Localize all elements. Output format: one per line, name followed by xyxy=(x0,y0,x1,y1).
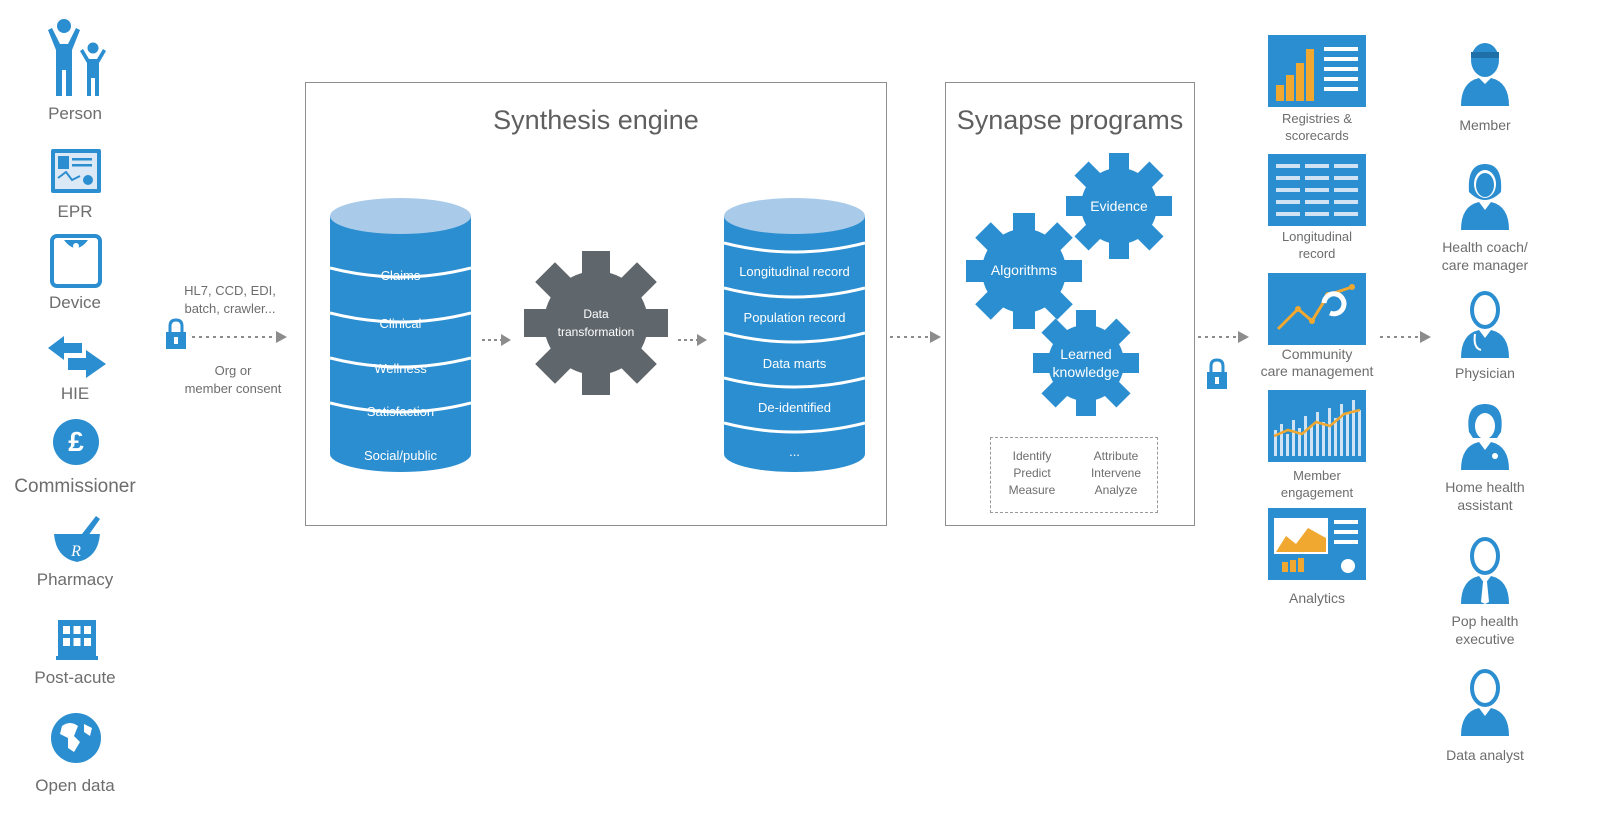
action-intervene: Intervene xyxy=(1090,466,1142,480)
role-label-physician: Physician xyxy=(1455,365,1515,381)
data-transformation-gear xyxy=(524,251,668,395)
consent-label: Org or member consent xyxy=(184,363,282,396)
synapse-programs-title: Synapse programs xyxy=(956,105,1184,135)
analytics-dashboard-icon xyxy=(1268,508,1366,580)
role-label-data-analyst: Data analyst xyxy=(1446,747,1524,763)
synthesis-to-synapse-arrow xyxy=(890,331,941,343)
role-label-pop-health-executive: Pop health executive xyxy=(1451,613,1519,647)
output-row-data-marts: Data marts xyxy=(762,356,827,371)
role-label-home-health-assistant: Home health assistant xyxy=(1445,479,1525,513)
source-label-open-data: Open data xyxy=(35,776,115,795)
program-actions-box: Identify Predict Measure Attribute Inter… xyxy=(990,437,1158,513)
engine-arrow-2 xyxy=(678,334,707,346)
scale-device-icon xyxy=(50,234,102,288)
source-label-person: Person xyxy=(48,104,102,123)
engine-arrow-1 xyxy=(482,334,511,346)
evidence-gear xyxy=(1066,153,1172,259)
algorithms-gear-label: Algorithms xyxy=(990,262,1058,278)
record-card-icon xyxy=(51,149,101,193)
source-label-hie: HIE xyxy=(60,384,90,403)
output-label-registries: Registries & scorecards xyxy=(1281,111,1353,143)
source-label-device: Device xyxy=(49,293,101,312)
output-label-analytics: Analytics xyxy=(1288,590,1346,606)
source-label-epr: EPR xyxy=(57,202,93,221)
output-row-ellipsis: ... xyxy=(789,444,800,459)
learned-knowledge-gear-label: Learned knowledge xyxy=(1052,346,1120,380)
exchange-arrows-icon xyxy=(48,336,106,378)
bar-chart-icon xyxy=(1268,390,1366,462)
data-transformation-label: Data transformation xyxy=(557,307,635,339)
scorecard-icon xyxy=(1268,35,1366,107)
output-row-de-identified: De-identified xyxy=(758,400,831,415)
input-row-satisfaction: Satisfaction xyxy=(366,404,435,419)
action-predict: Predict xyxy=(1013,466,1051,480)
evidence-gear-label: Evidence xyxy=(1090,198,1148,214)
source-label-post-acute: Post-acute xyxy=(34,668,116,687)
synthesis-engine-title: Synthesis engine xyxy=(493,105,699,135)
output-database: Longitudinal record Population record Da… xyxy=(724,198,865,473)
outputs-to-roles-arrow xyxy=(1380,331,1431,343)
learned-knowledge-gear xyxy=(1033,310,1139,416)
input-row-wellness: Wellness xyxy=(374,361,427,376)
health-coach-user-icon xyxy=(1461,164,1509,230)
action-measure: Measure xyxy=(1008,483,1056,497)
person-family-icon xyxy=(48,19,106,96)
source-label-commissioner: Commissioner xyxy=(14,476,136,497)
role-label-member: Member xyxy=(1459,117,1511,133)
output-label-community-care: Community care management xyxy=(1260,346,1374,379)
input-database: Claims Clinical Wellness Satisfaction So… xyxy=(330,198,471,473)
input-row-clinical: Clinical xyxy=(379,316,422,331)
algorithms-gear xyxy=(966,213,1082,329)
synapse-programs-panel: Synapse programs Evidence Algo xyxy=(945,82,1195,526)
mortar-pestle-icon: R xyxy=(54,516,100,562)
output-label-member-engagement: Member engagement xyxy=(1280,468,1354,500)
action-attribute: Attribute xyxy=(1093,449,1139,463)
synapse-to-outputs-arrow xyxy=(1198,331,1249,343)
output-row-longitudinal-record: Longitudinal record xyxy=(739,264,850,279)
trend-chart-icon xyxy=(1268,273,1366,345)
home-health-assistant-user-icon xyxy=(1461,404,1509,470)
input-row-social-public: Social/public xyxy=(364,448,437,463)
output-label-longitudinal-record: Longitudinal record xyxy=(1281,229,1353,261)
svg-text:R: R xyxy=(70,543,81,560)
action-analyze: Analyze xyxy=(1094,483,1138,497)
input-row-claims: Claims xyxy=(380,268,421,283)
lock-icon xyxy=(166,318,186,349)
globe-icon xyxy=(51,713,101,763)
role-label-health-coach: Health coach/ care manager xyxy=(1441,239,1529,273)
svg-text:£: £ xyxy=(68,426,84,457)
lock-icon xyxy=(1207,358,1227,389)
ingest-arrow xyxy=(192,331,287,343)
building-icon xyxy=(56,620,98,660)
ingest-formats-label: HL7, CCD, EDI, batch, crawler... xyxy=(184,283,276,316)
member-user-icon xyxy=(1461,43,1509,106)
physician-user-icon xyxy=(1461,291,1509,358)
source-label-pharmacy: Pharmacy xyxy=(36,570,114,589)
action-identify: Identify xyxy=(1012,449,1052,463)
data-analyst-user-icon xyxy=(1461,669,1509,736)
pound-coin-icon: £ xyxy=(53,419,99,465)
synthesis-engine-panel: Synthesis engine Claims Clinical Wellnes… xyxy=(305,82,887,526)
executive-user-icon xyxy=(1461,537,1509,604)
output-row-population-record: Population record xyxy=(743,310,846,325)
table-record-icon xyxy=(1268,154,1366,226)
